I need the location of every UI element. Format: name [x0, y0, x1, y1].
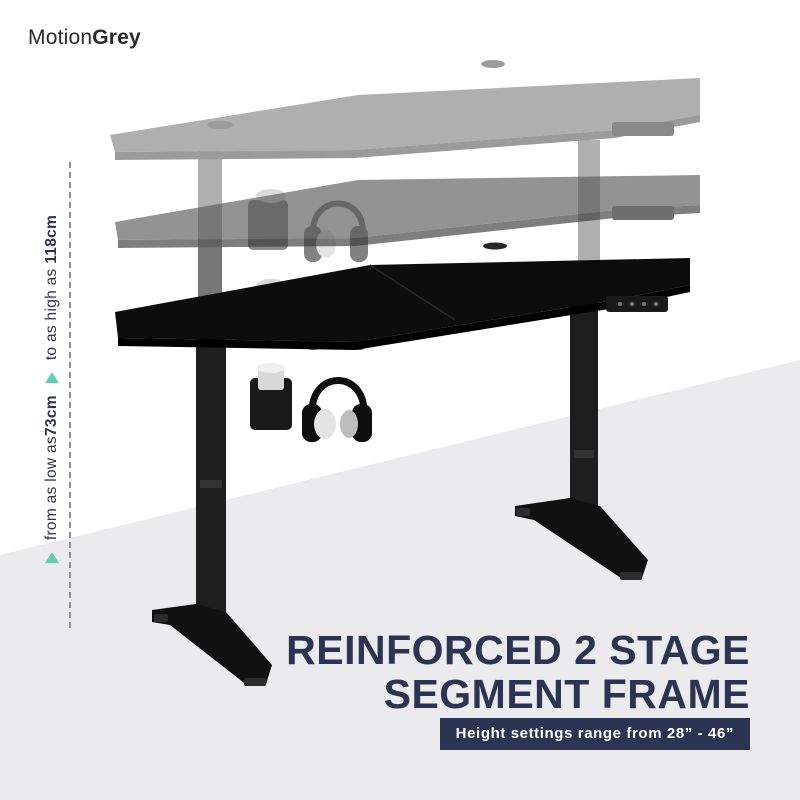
- headline: REINFORCED 2 STAGE SEGMENT FRAME: [286, 628, 750, 716]
- desk-frame: [152, 300, 648, 686]
- cup-holder-icon: [250, 363, 292, 430]
- headline-line-2: SEGMENT FRAME: [383, 671, 750, 717]
- headphone-hook-icon: [302, 377, 372, 442]
- height-settings-badge: Height settings range from 28” - 46”: [439, 718, 750, 750]
- control-panel-icon: [606, 296, 668, 312]
- brand-logo: MotionGrey: [28, 26, 141, 49]
- desk-top: [115, 242, 690, 442]
- height-measure-line: [69, 162, 71, 628]
- headline-line-1: REINFORCED 2 STAGE: [286, 627, 750, 673]
